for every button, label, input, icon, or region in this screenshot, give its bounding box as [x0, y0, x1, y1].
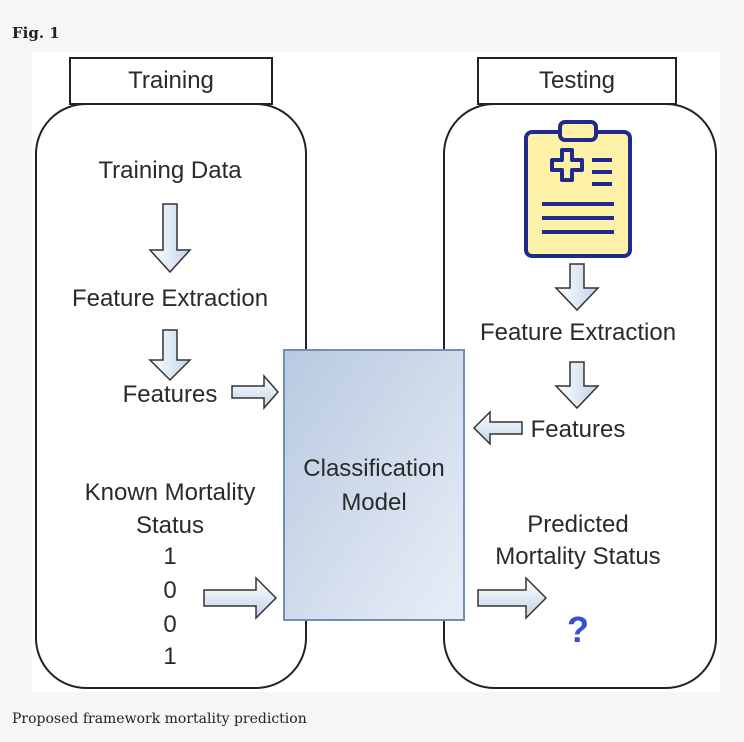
down-arrow-icon [148, 203, 192, 274]
known-status-line1: Known Mortality [85, 479, 256, 506]
testing-header: Testing [539, 67, 615, 94]
left-arrow-icon [472, 410, 523, 446]
status-value: 0 [163, 611, 176, 638]
down-arrow-icon [554, 361, 600, 410]
known-status-line2: Status [136, 512, 204, 539]
classification-model-box [283, 349, 465, 621]
diagram: Training Testing Classification Model Tr… [32, 52, 720, 692]
down-arrow-icon [148, 329, 192, 382]
figure-caption: Proposed framework mortality prediction [12, 711, 307, 727]
training-header-box [69, 57, 273, 105]
status-value: 0 [163, 577, 176, 604]
model-label-line1: Classification [303, 455, 444, 482]
right-arrow-icon [477, 576, 548, 620]
model-label-line2: Model [341, 489, 406, 516]
right-arrow-icon [231, 374, 279, 410]
right-arrow-icon [203, 576, 278, 620]
training-feature-extraction-label: Feature Extraction [72, 285, 268, 312]
testing-features-label: Features [531, 416, 626, 443]
testing-header-box [477, 57, 677, 105]
training-header: Training [128, 67, 214, 94]
question-mark-icon: ? [567, 609, 589, 650]
clipboard-icon [524, 120, 632, 258]
training-features-label: Features [123, 381, 218, 408]
figure-label: Fig. 1 [12, 24, 60, 42]
training-data-label: Training Data [98, 157, 242, 184]
status-value: 1 [163, 643, 176, 670]
testing-feature-extraction-label: Feature Extraction [480, 319, 676, 346]
status-value: 1 [163, 543, 176, 570]
predicted-status-line2: Mortality Status [495, 543, 660, 570]
down-arrow-icon [554, 263, 600, 312]
predicted-status-line1: Predicted [527, 511, 628, 538]
